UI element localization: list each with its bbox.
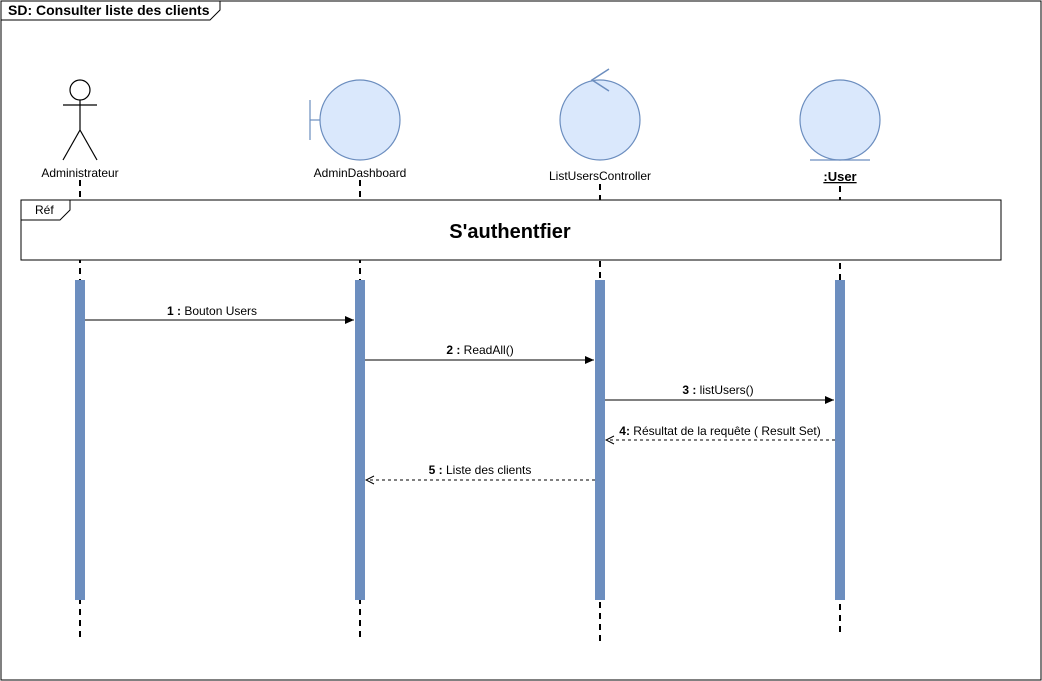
ref-tag: Réf [35, 203, 54, 217]
message-label-4: 4: Résultat de la requête ( Result Set) [619, 424, 820, 438]
activation-user [835, 280, 845, 600]
message-label-3: 3 : listUsers() [682, 383, 753, 397]
actor-icon [62, 79, 98, 161]
entity-icon [799, 79, 881, 161]
ref-tag-box [20, 199, 71, 221]
boundary-icon [309, 79, 401, 161]
activation-admin [75, 280, 85, 600]
frame-label-box [0, 0, 221, 21]
message-label-1: 1 : Bouton Users [167, 304, 257, 318]
control-icon [559, 68, 641, 161]
ref-title: S'authentfier [449, 221, 571, 243]
participant-label-dashboard: AdminDashboard [314, 166, 407, 180]
activation-dashboard [355, 280, 365, 600]
message-label-2: 2 : ReadAll() [446, 343, 513, 357]
ref-fragment [20, 199, 1002, 261]
message-label-5: 5 : Liste des clients [429, 463, 532, 477]
participant-label-user: :User [823, 169, 856, 184]
activation-controller [595, 280, 605, 600]
participant-label-controller: ListUsersController [549, 169, 651, 183]
participant-label-admin: Administrateur [41, 166, 118, 180]
frame-label: SD: Consulter liste des clients [8, 2, 210, 18]
